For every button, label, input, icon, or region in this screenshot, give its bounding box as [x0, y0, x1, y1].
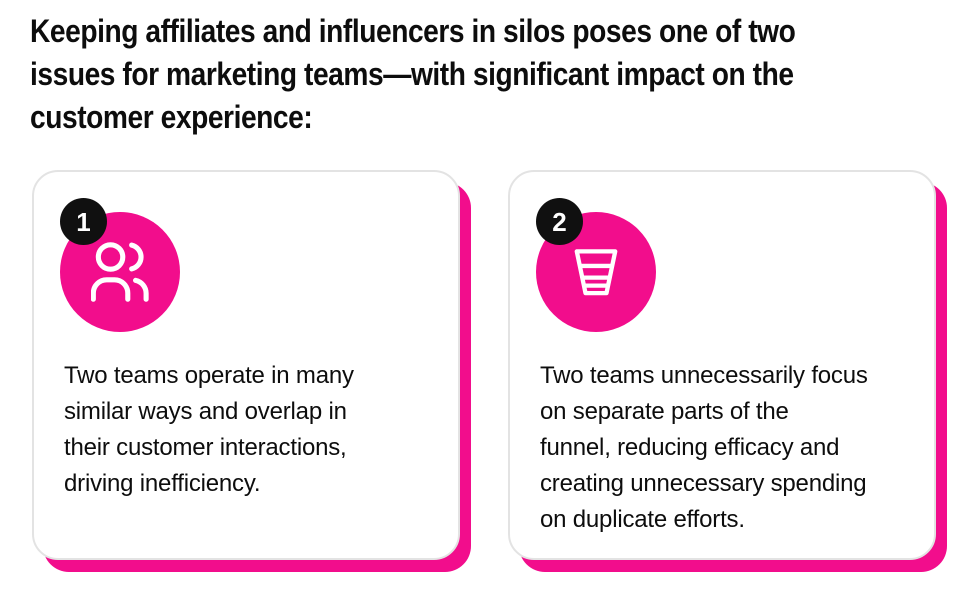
page-title-line: Keeping affiliates and influencers in si… — [30, 13, 796, 49]
number-badge-label: 1 — [76, 206, 91, 237]
card-text: Two teams unnecessarily focus on separat… — [540, 358, 918, 538]
card-text-line: creating unnecessary spending — [540, 470, 867, 497]
card-text-line: funnel, reducing efficacy and — [540, 434, 840, 461]
funnel-icon — [574, 249, 618, 296]
icon-circle — [536, 212, 656, 332]
number-badge: 2 — [536, 198, 583, 245]
card-text-line: driving inefficiency. — [64, 470, 261, 497]
page-title-line: issues for marketing teams—with signific… — [30, 56, 794, 92]
number-badge: 1 — [60, 198, 107, 245]
card-text-line: similar ways and overlap in — [64, 398, 347, 425]
page-title: Keeping affiliates and influencers in si… — [30, 10, 796, 139]
users-icon — [91, 242, 149, 302]
issue-card-1: 1 Two teams operate in many similar ways… — [32, 170, 460, 560]
card-text-line: on separate parts of the — [540, 398, 789, 425]
card-text-line: their customer interactions, — [64, 434, 347, 461]
card-text: Two teams operate in many similar ways a… — [64, 358, 442, 502]
page-title-line: customer experience: — [30, 99, 313, 135]
issue-card-2: 2 Two teams unnecessarily focus on separ… — [508, 170, 936, 560]
number-badge-label: 2 — [552, 206, 567, 237]
card-text-line: Two teams operate in many — [64, 362, 354, 389]
card-text-line: on duplicate efforts. — [540, 506, 745, 533]
card-text-line: Two teams unnecessarily focus — [540, 362, 868, 389]
